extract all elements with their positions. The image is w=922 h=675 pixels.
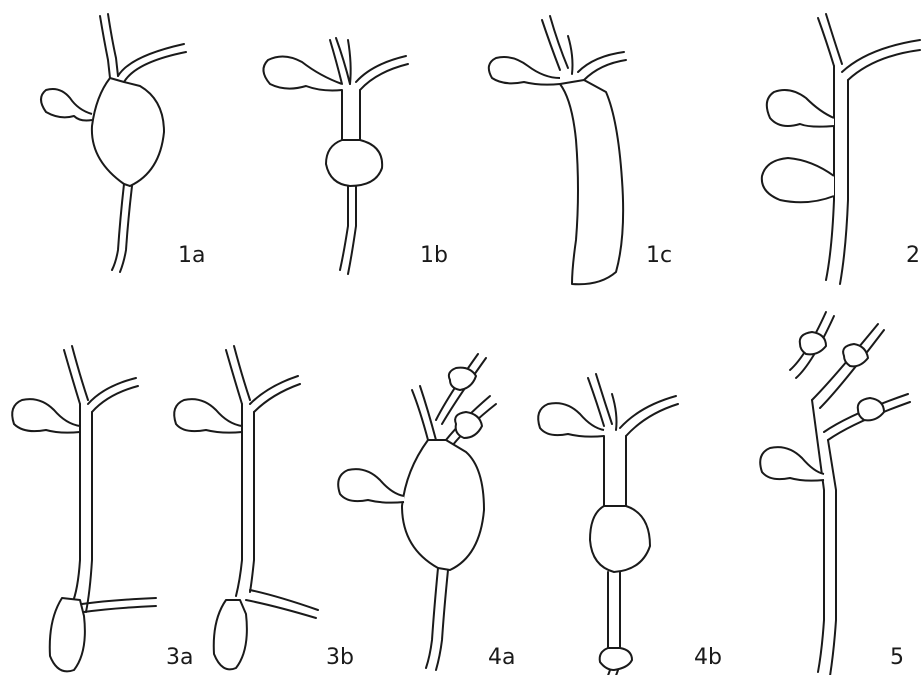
figure-2: 2 [762,14,920,284]
figure-3b-choledochocele [214,600,247,669]
figure-4b-left-hepatic-duct [588,378,604,426]
figure-1b-gallbladder [263,56,342,90]
figure-4a-intrahepatic-cyst-upper [449,368,476,390]
figure-4b-choledochocele [600,648,632,670]
figure-3b-label: 3b [326,645,354,670]
figure-3a-right-hepatic-duct [88,378,136,404]
figure-1b-distal-duct-wall [348,186,356,274]
figure-1c-label: 1c [646,243,672,268]
figure-3b-left-hepatic-duct [226,350,242,404]
figure-3a-left-hepatic-duct-wall [72,346,88,400]
figure-1c-diffuse-cylindrical-cyst [560,80,623,284]
figure-4b-label: 4b [694,645,722,670]
figure-3a-common-duct [72,404,80,604]
figure-3a-label: 3a [166,645,193,670]
figure-2-right-hepatic-duct-wall [848,50,920,80]
figure-1b: 1b [263,38,448,274]
figure-2-left-hepatic-duct [818,18,834,66]
figure-5-label: 5 [890,645,904,670]
figure-3b-right-hepatic-duct [250,376,298,404]
figure-3a-common-duct-wall [86,412,92,612]
figure-3a-left-hepatic-duct [64,350,80,404]
figure-4b-right-hepatic-duct-wall [626,404,678,436]
figure-3a-right-hepatic-duct-wall [92,386,138,412]
figure-5-gallbladder [760,447,824,481]
figure-1c: 1c [489,16,672,284]
figure-2-right-hepatic-duct [842,40,920,72]
figure-1b-right-hepatic-duct [356,56,406,82]
figure-3b-gallbladder [174,399,242,433]
figure-1a-fusiform-cyst [92,78,164,186]
figure-4b-ampulla-duct [606,670,610,675]
figure-4a-extrahepatic-cyst [402,440,484,570]
figure-4a-distal-duct-wall [436,570,448,670]
figure-1c-left-hepatic-duct-wall [550,16,568,68]
figure-4a-intrahepatic-cyst-lower [455,412,482,438]
figure-5: 5 [760,312,910,675]
figure-1c-left-hepatic-duct [542,20,560,70]
figure-1a-gallbladder [41,89,92,121]
figure-5-common-duct-wall [828,440,836,675]
figure-4a: 4a [338,354,515,670]
figure-2-gallbladder [767,90,834,127]
figure-3b: 3b [174,346,354,670]
figure-2-label: 2 [906,243,920,268]
figure-1b-focal-cyst [326,140,382,186]
figure-4b: 4b [538,374,722,675]
figure-4b-mid-cyst [590,506,650,572]
figure-3a: 3a [12,346,193,671]
figure-4a-distal-duct [426,568,438,668]
figure-2-left-hepatic-duct-wall [826,14,842,64]
figure-3b-common-duct-wall [250,412,254,592]
figure-3a-pancreatic-duct [82,598,156,604]
figure-5-common-duct [812,400,824,672]
figure-1b-right-hepatic-duct-wall [360,64,408,90]
figure-1a-right-hepatic-duct [118,44,184,76]
figure-4a-gallbladder [338,469,404,503]
figure-4b-gallbladder [538,403,604,437]
figure-3b-right-hepatic-duct-wall [254,384,300,412]
figure-4a-intrahepatic-duct-left [412,390,428,440]
figure-5-intrahepatic-cyst-2 [843,344,868,366]
figure-3a-choledochocele [50,598,85,671]
figure-1b-distal-duct [340,186,348,270]
figure-4a-intrahepatic-duct-left-wall [420,386,436,440]
figure-3b-left-hepatic-duct-wall [234,346,250,400]
figure-1a-label: 1a [178,243,205,268]
figure-1a-right-hepatic-duct-wall [124,52,186,82]
figure-1c-gallbladder [489,57,560,85]
figure-1a: 1a [41,14,205,272]
figure-4a-label: 4a [488,645,515,670]
figure-5-intrahepatic-cyst-1 [800,332,826,354]
figure-1b-label: 1b [420,243,448,268]
figure-1a-distal-duct [112,184,124,270]
figure-1a-left-hepatic-duct [100,16,110,78]
figure-1b-left-hepatic-duct [330,40,342,84]
figure-4b-left-hepatic-duct-wall [596,374,612,424]
figure-5-intrahepatic-duct-2-wall [820,330,884,408]
figure-3b-pancreatic-duct [250,590,318,610]
figure-2-diverticulum [762,158,834,202]
figure-5-intrahepatic-cyst-3 [858,398,884,420]
figure-3a-gallbladder [12,399,80,433]
figure-3a-pancreatic-duct-wall [84,606,156,612]
figure-3b-pancreatic-duct-wall [246,600,316,618]
figure-4b-right-hepatic-duct [620,396,676,428]
figure-2-common-duct-wall [840,80,848,284]
